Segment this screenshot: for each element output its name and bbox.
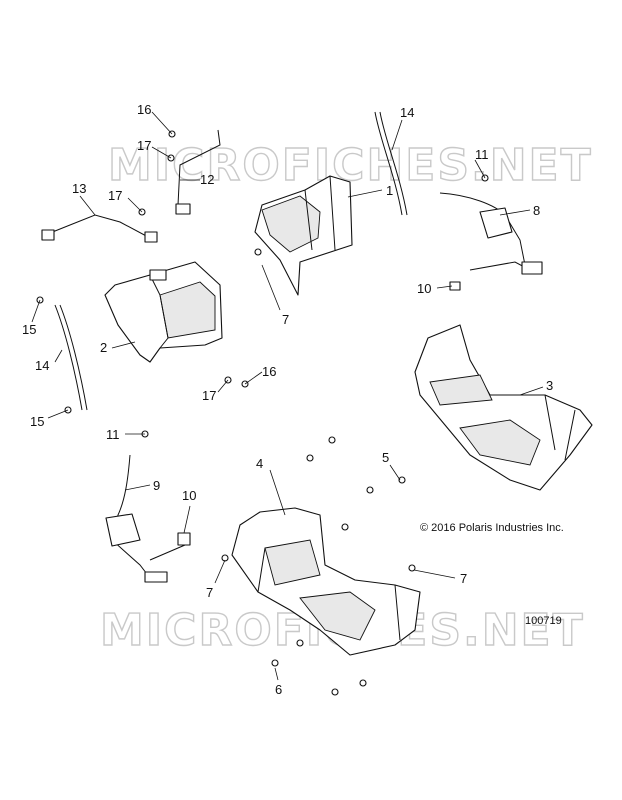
- callout-labels: 1 2 3 4 5 6 7 7 7 8 9 10 10 11 11 12 13 …: [22, 102, 553, 697]
- part-2-side-box: [104, 261, 223, 363]
- copyright-notice: © 2016 Polaris Industries Inc.: [420, 522, 564, 534]
- callout-17-b: 17: [108, 188, 122, 203]
- diagram-number: 100719: [525, 615, 562, 627]
- callout-7-a: 7: [282, 312, 289, 327]
- callout-11-a: 11: [475, 147, 489, 162]
- callout-10-b: 10: [182, 488, 196, 503]
- part-14-strap-left: [54, 304, 88, 411]
- callout-4: 4: [256, 456, 263, 471]
- part-8-right-footrest-bracket: [439, 192, 543, 275]
- part-13-bracket: [41, 214, 158, 243]
- part-1-fender-panel: [254, 175, 353, 296]
- leader-lines: [31, 111, 544, 681]
- callout-7-b: 7: [206, 585, 213, 600]
- callout-16-b: 16: [262, 364, 276, 379]
- callout-13: 13: [72, 181, 86, 196]
- callout-12: 12: [200, 172, 214, 187]
- part-14-strap-right: [374, 111, 408, 216]
- callout-5: 5: [382, 450, 389, 465]
- callout-17-a: 17: [137, 138, 151, 153]
- callout-1: 1: [386, 183, 393, 198]
- callout-16-a: 16: [137, 102, 151, 117]
- callout-6: 6: [275, 682, 282, 697]
- part-12-bracket: [175, 129, 221, 215]
- callout-17-c: 17: [202, 388, 216, 403]
- part-9-left-footrest-bracket: [105, 454, 186, 583]
- callout-10-a: 10: [417, 281, 431, 296]
- callout-7-c: 7: [460, 571, 467, 586]
- callout-3: 3: [546, 378, 553, 393]
- callout-8: 8: [533, 203, 540, 218]
- callout-9: 9: [153, 478, 160, 493]
- callout-15-b: 15: [30, 414, 44, 429]
- callout-2: 2: [100, 340, 107, 355]
- callout-15-a: 15: [22, 322, 36, 337]
- callout-14-a: 14: [400, 105, 414, 120]
- callout-11-b: 11: [106, 427, 120, 442]
- part-3-right-floor-pan: [414, 324, 593, 491]
- callout-14-b: 14: [35, 358, 49, 373]
- part-10-bushing-left: [177, 532, 191, 546]
- part-4-left-floor-pan: [231, 507, 421, 656]
